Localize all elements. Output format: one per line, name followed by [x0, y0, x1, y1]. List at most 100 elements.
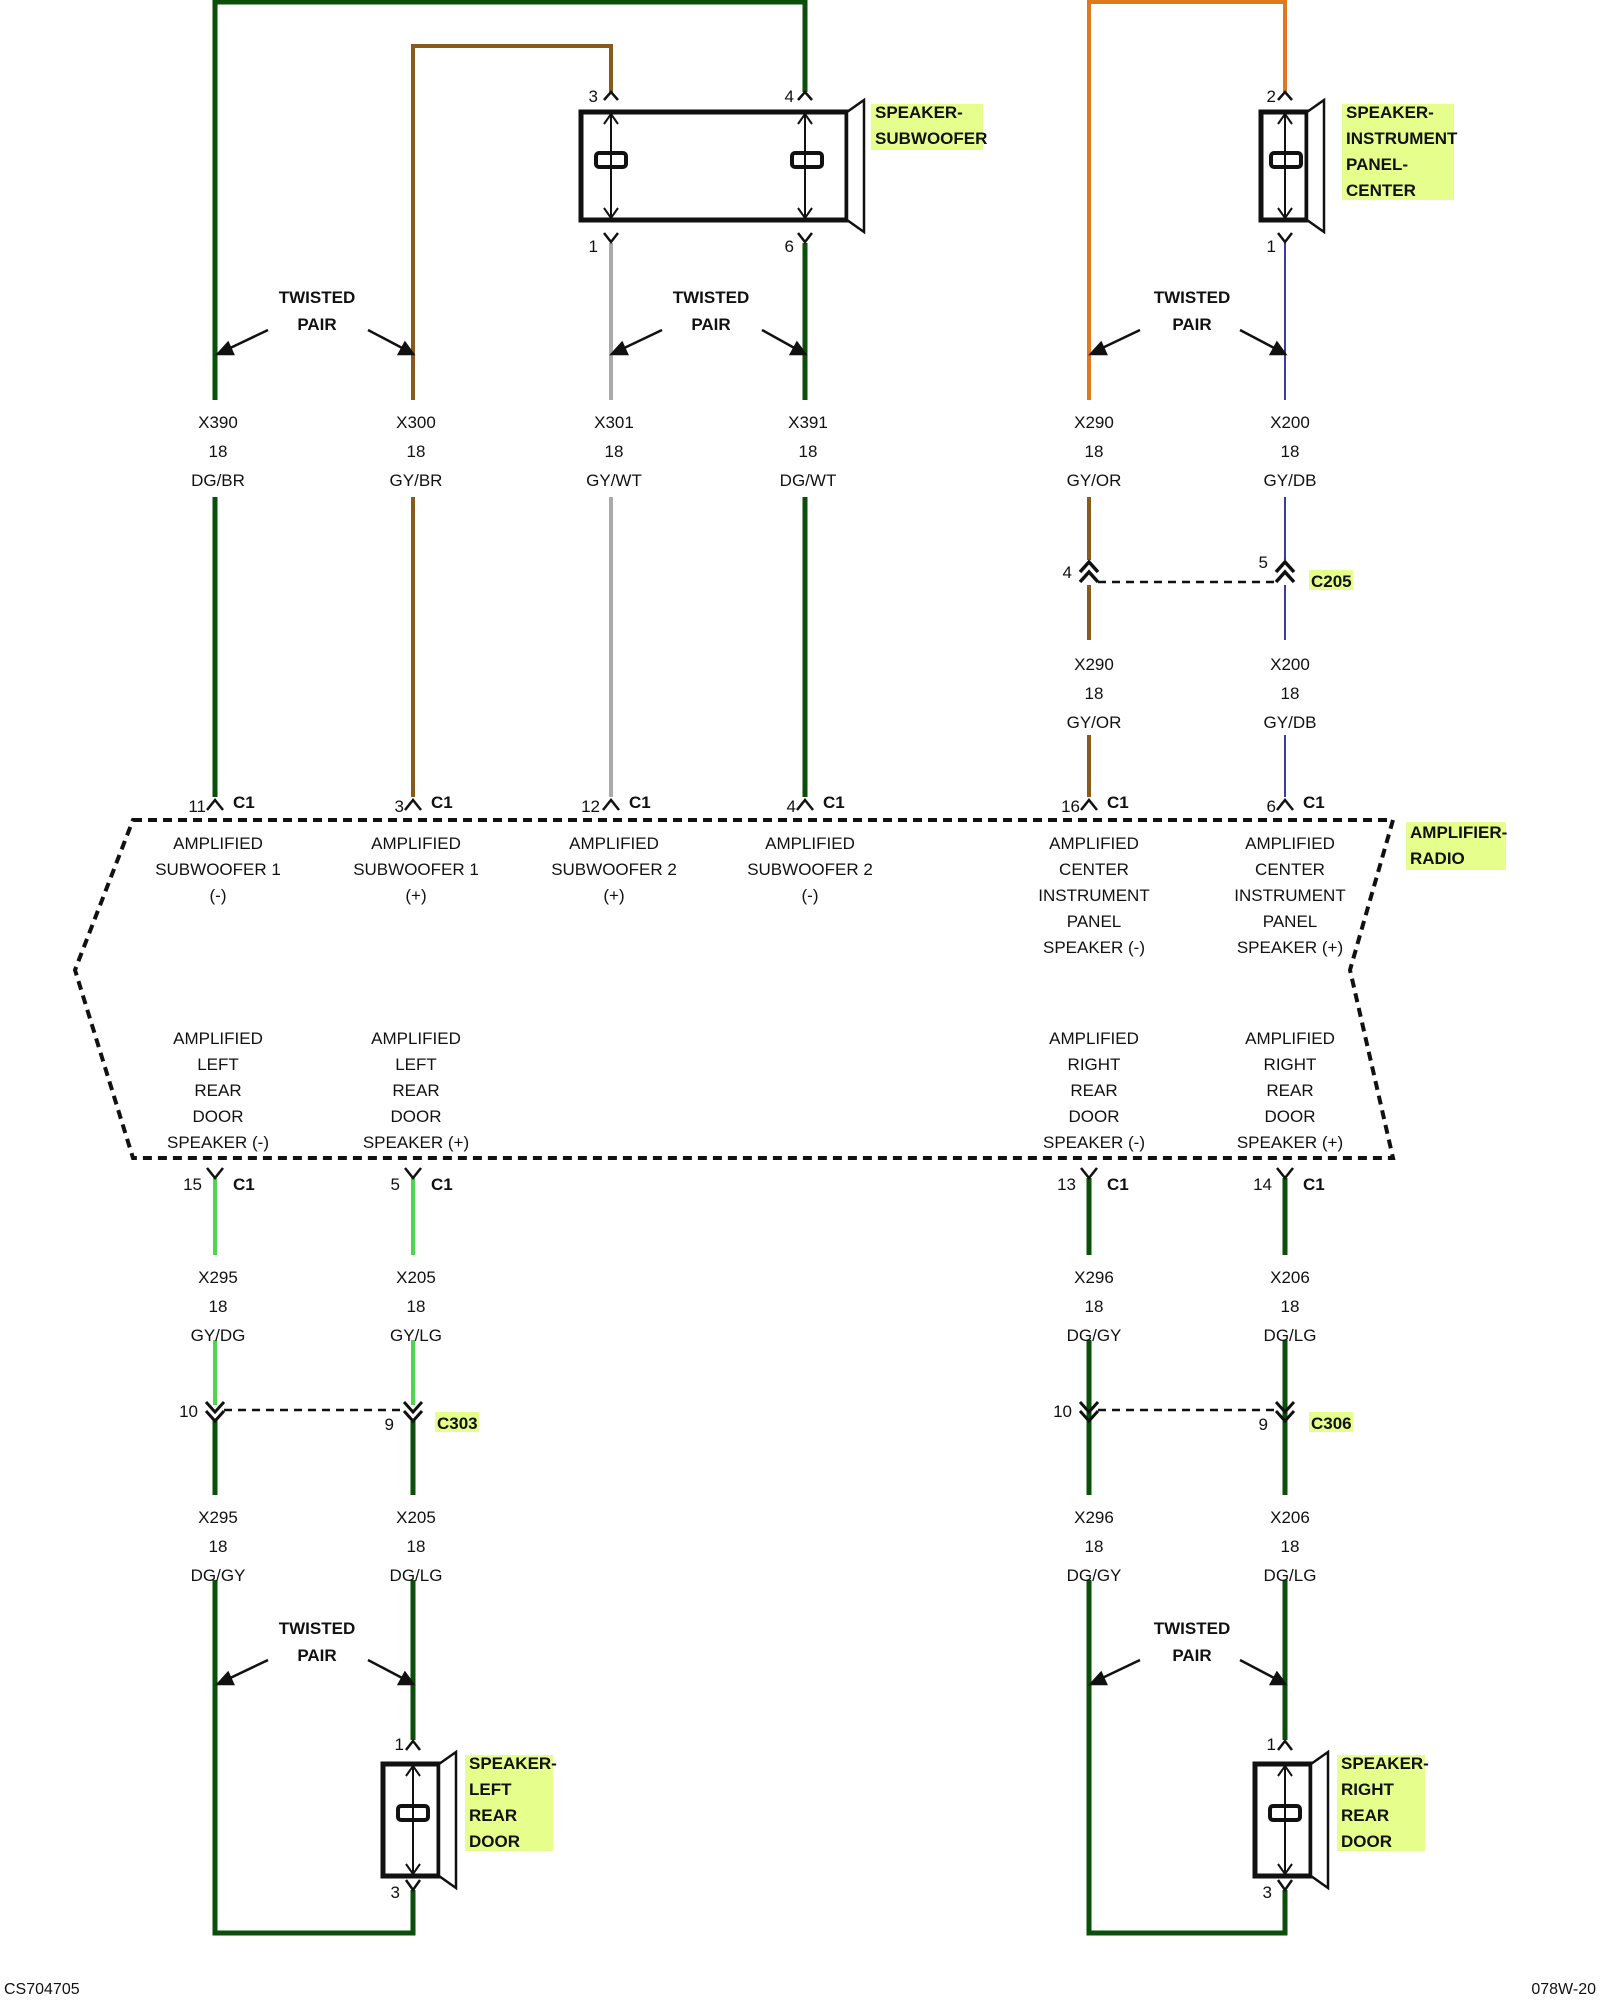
pin-fork: [1276, 1879, 1294, 1893]
wire-circuit-label: X200: [1270, 413, 1310, 432]
wire-gauge-label: 18: [1085, 1537, 1104, 1556]
wire-color-label: DG/LG: [390, 1566, 443, 1585]
wire-color-label: GY/DB: [1264, 471, 1317, 490]
speaker-right-rear-door-symbol: [1252, 1749, 1330, 1891]
wire-circuit-label: X205: [396, 1508, 436, 1527]
twisted-pair-arrow: [1097, 1658, 1141, 1682]
label-highlight: [1342, 104, 1454, 200]
speaker-ip-center-label: PANEL-: [1346, 155, 1408, 174]
amp-input-label: AMPLIFIED: [371, 834, 461, 853]
pin-caret: [1276, 797, 1294, 811]
connector-c303-label: C303: [437, 1414, 478, 1433]
pin-caret: [796, 797, 814, 811]
speaker-left-rear-door-label: DOOR: [469, 1832, 520, 1851]
speaker-left-rear-door-symbol: [380, 1749, 458, 1891]
label-highlight: [465, 1755, 553, 1851]
speaker-terminal: [1277, 112, 1293, 220]
connector-c306-pin: [1078, 1400, 1100, 1424]
wire-circuit-label: X295: [198, 1268, 238, 1287]
wire-gauge-label: 18: [1281, 1297, 1300, 1316]
twisted-pair-arrowhead: [1268, 1670, 1288, 1686]
pin-fork: [797, 232, 813, 245]
speaker-ip-center-label: CENTER: [1346, 181, 1416, 200]
wire-gauge-label: 18: [1281, 442, 1300, 461]
twisted-pair-arrow: [225, 1658, 269, 1682]
amp-input-label: SUBWOOFER 2: [551, 860, 677, 879]
wire-color-label: DG/GY: [1067, 1566, 1122, 1585]
wire-color-label: DG/LG: [1264, 1326, 1317, 1345]
amp-input-label: AMPLIFIED: [1245, 834, 1335, 853]
pin-caret: [1277, 1738, 1293, 1751]
pin-fork: [404, 1879, 422, 1893]
wire-circuit-label: X301: [594, 413, 634, 432]
pin-number: 14: [1253, 1175, 1272, 1194]
wire-gauge-label: 18: [407, 1537, 426, 1556]
wire-circuit-label: X295: [198, 1508, 238, 1527]
pin-number: 13: [1057, 1175, 1076, 1194]
twisted-pair-arrowhead: [396, 340, 416, 356]
connector-c1-label: C1: [431, 793, 453, 812]
amp-input-label: LEFT: [197, 1055, 239, 1074]
pin-number: 9: [1259, 1415, 1268, 1434]
amp-input-label: SUBWOOFER 2: [747, 860, 873, 879]
wire-gauge-label: 18: [209, 1537, 228, 1556]
twisted-pair-arrowhead: [788, 340, 808, 356]
pin-number: 1: [589, 237, 598, 256]
wire-color-label: GY/DB: [1264, 713, 1317, 732]
amp-input-label: INSTRUMENT: [1234, 886, 1345, 905]
speaker-cone: [437, 1749, 458, 1891]
amplifier-radio-label: AMPLIFIER-: [1410, 823, 1507, 842]
wire-x296-loop: [1086, 1580, 1288, 1936]
pin-number: 1: [1267, 237, 1276, 256]
wire-gauge-label: 18: [209, 442, 228, 461]
footer-left-code: CS704705: [4, 1981, 80, 1998]
speaker-terminal: [603, 112, 619, 220]
twisted-pair-arrowhead: [396, 1670, 416, 1686]
wire-circuit-label: X390: [198, 413, 238, 432]
twisted-pair-arrow: [1097, 328, 1141, 352]
amp-input-label: (+): [603, 886, 624, 905]
wire-x290-upper: [1087, 0, 1287, 400]
amp-input-label: AMPLIFIED: [569, 834, 659, 853]
connector-links: [224, 580, 1276, 1412]
amp-input-label: AMPLIFIED: [1049, 1029, 1139, 1048]
pin-caret: [404, 797, 422, 811]
wire-circuit-label: X296: [1074, 1268, 1114, 1287]
connector-c205-pin: [1274, 559, 1296, 584]
amp-input-label: SUBWOOFER 1: [155, 860, 281, 879]
speaker-ip-center-label: SPEAKER-: [1346, 103, 1434, 122]
twisted-pair-labels: TWISTED PAIR TWISTED PAIR TWISTED PAIR T…: [279, 288, 1231, 1665]
pin-numbers: 3 4 1 6 2 1 4 5 11 3 12 4 16 6 15 5 13 1…: [179, 87, 1276, 1902]
connector-c1-label: C1: [233, 1175, 255, 1194]
twisted-pair-label: PAIR: [691, 315, 730, 334]
wire-circuit-label: X290: [1074, 655, 1114, 674]
speaker-subwoofer-symbol: [578, 97, 866, 235]
wire-color-label: DG/BR: [191, 471, 245, 490]
twisted-pair-label: TWISTED: [279, 288, 356, 307]
wire-color-label: DG/WT: [780, 471, 837, 490]
twisted-pair-label: TWISTED: [1154, 288, 1231, 307]
amp-input-label: PANEL: [1263, 912, 1318, 931]
amp-input-label: SPEAKER (-): [1043, 938, 1145, 957]
label-highlight: [871, 104, 983, 150]
twisted-pair-label: PAIR: [1172, 315, 1211, 334]
amp-input-label: (-): [210, 886, 227, 905]
pin-number: 6: [785, 237, 794, 256]
twisted-pair-arrowhead: [215, 340, 235, 356]
connector-c1-label: C1: [1303, 1175, 1325, 1194]
wire-color-label: GY/WT: [586, 471, 642, 490]
pin-number: 2: [1267, 87, 1276, 106]
wire-circuit-label: X296: [1074, 1508, 1114, 1527]
connector-c205-label: C205: [1311, 572, 1352, 591]
wire-gauge-label: 18: [799, 442, 818, 461]
amp-input-label: SPEAKER (+): [1237, 938, 1343, 957]
amp-input-label: DOOR: [391, 1107, 442, 1126]
amp-input-label: DOOR: [193, 1107, 244, 1126]
amp-input-label: SPEAKER (-): [1043, 1133, 1145, 1152]
wire-x300-upper: [411, 44, 613, 400]
amp-input-label: AMPLIFIED: [765, 834, 855, 853]
pin-caret: [405, 1738, 421, 1751]
pin-number: 3: [395, 797, 404, 816]
amp-input-label: REAR: [1070, 1081, 1117, 1100]
